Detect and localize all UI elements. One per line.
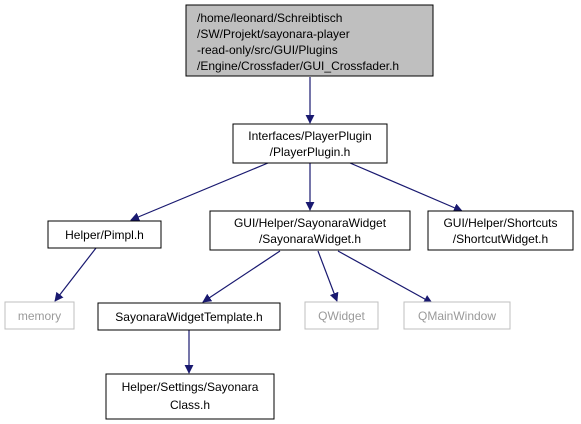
edges [54, 77, 463, 374]
node-gui-crossfader-h[interactable]: /home/leonard/Schreibtisch /SW/Projekt/s… [185, 4, 434, 77]
node-label-line: memory [18, 309, 61, 323]
node-label-line: /SW/Projekt/sayonara-player [197, 27, 350, 41]
node-label-line: Interfaces/PlayerPlugin [248, 129, 371, 143]
node-sayonaraclass-h[interactable]: Helper/Settings/Sayonara Class.h [105, 373, 275, 420]
node-playerplugin-h[interactable]: Interfaces/PlayerPlugin /PlayerPlugin.h [232, 123, 388, 164]
node-label-line: /SayonaraWidget.h [259, 232, 361, 246]
node-label-line: Class.h [170, 398, 210, 412]
node-shortcutwidget-h[interactable]: GUI/Helper/Shortcuts /ShortcutWidget.h [427, 210, 574, 251]
node-label-line: QMainWindow [418, 309, 496, 323]
node-pimpl-h[interactable]: Helper/Pimpl.h [47, 220, 162, 249]
node-label-line: /home/leonard/Schreibtisch [197, 11, 342, 25]
node-label-line: GUI/Helper/Shortcuts [443, 216, 557, 230]
node-label-line: /ShortcutWidget.h [453, 232, 548, 246]
edge-sayonarawidget-to-qmainwindow [337, 250, 433, 304]
edge-pimpl-to-memory [54, 247, 97, 302]
node-qwidget[interactable]: QWidget [304, 301, 379, 330]
node-label-line: QWidget [318, 309, 365, 323]
edge-sayonarawidget-to-qwidget [317, 250, 339, 302]
node-label-line: -read-only/src/GUI/Plugins [197, 43, 338, 57]
node-qmainwindow[interactable]: QMainWindow [403, 301, 511, 330]
edge-sayonarawidget-to-widgettemplate [202, 250, 281, 303]
node-sayonarawidget-h[interactable]: GUI/Helper/SayonaraWidget /SayonaraWidge… [209, 210, 411, 251]
node-label-line: Helper/Settings/Sayonara [122, 380, 259, 394]
node-label-line: GUI/Helper/SayonaraWidget [234, 216, 387, 230]
node-label-line: /Engine/Crossfader/GUI_Crossfader.h [197, 59, 399, 73]
node-memory[interactable]: memory [4, 301, 75, 330]
node-label-line: SayonaraWidgetTemplate.h [115, 310, 262, 324]
node-label-line: Helper/Pimpl.h [65, 228, 144, 242]
edge-playerplugin-to-shortcutwidget [349, 162, 463, 212]
node-sayonarawidgettemplate-h[interactable]: SayonaraWidgetTemplate.h [97, 302, 281, 331]
node-label-line: /PlayerPlugin.h [270, 145, 351, 159]
edge-playerplugin-to-pimpl [130, 162, 269, 222]
